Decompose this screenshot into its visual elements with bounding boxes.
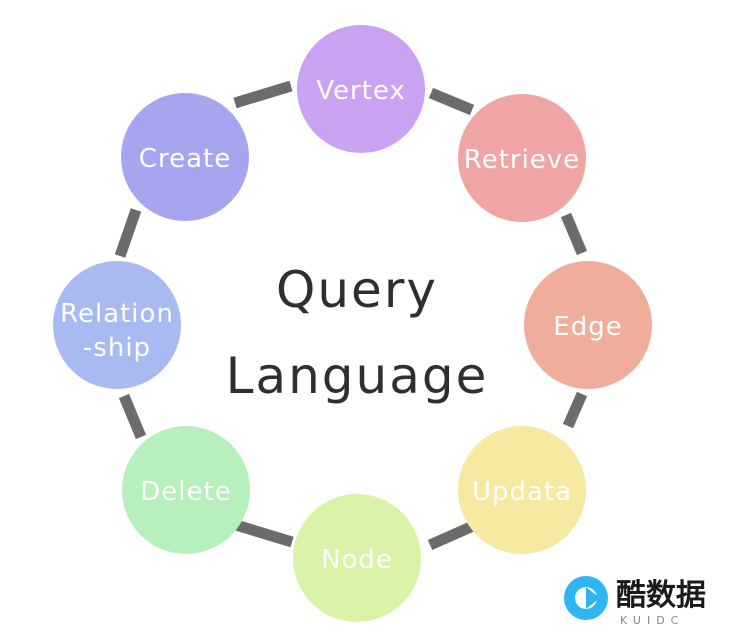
connector-relationship-create: [114, 208, 142, 258]
edge-label: Edge: [553, 312, 622, 342]
updata-circle: [458, 426, 586, 554]
connector-ring: [114, 80, 588, 551]
connector-updata-node: [427, 520, 476, 551]
connector-delete-relationship: [118, 393, 147, 440]
center-title-line1: Query: [276, 261, 438, 319]
retrieve-circle: [458, 94, 586, 222]
vertex-label: Vertex: [316, 76, 406, 106]
create-label: Create: [139, 144, 231, 174]
connector-vertex-retrieve: [428, 87, 475, 116]
logo-text: 酷数据: [616, 578, 706, 613]
watermark-logo: 酷数据 KUIDC: [564, 576, 706, 627]
retrieve-label: Retrieve: [464, 145, 580, 175]
node-edge: Edge: [524, 261, 652, 389]
node-create: Create: [121, 93, 249, 221]
connector-retrieve-edge: [560, 212, 588, 256]
node-delete: Delete: [122, 426, 250, 554]
create-circle: [121, 93, 249, 221]
delete-circle: [122, 426, 250, 554]
connector-node-delete: [234, 519, 294, 548]
connector-create-vertex: [233, 80, 293, 109]
delete-label: Delete: [140, 477, 231, 507]
node-relationship: Relation -ship: [53, 261, 181, 389]
node-retrieve: Retrieve: [458, 94, 586, 222]
node-label: Node: [321, 545, 393, 575]
edge-circle: [524, 261, 652, 389]
node-updata: Updata: [458, 426, 586, 554]
logo-icon: [564, 576, 608, 620]
vertex-circle: [297, 25, 425, 153]
connector-edge-updata: [562, 391, 588, 429]
node-vertex: Vertex: [297, 25, 425, 153]
relationship-circle: [53, 261, 181, 389]
node-node: Node: [293, 494, 421, 622]
node-circle: [293, 494, 421, 622]
updata-label: Updata: [472, 477, 572, 507]
relationship-label-line2: -ship: [83, 333, 151, 363]
logo-subtext: KUIDC: [620, 614, 684, 627]
relationship-label-line1: Relation: [60, 299, 174, 329]
center-title-line2: Language: [226, 347, 489, 405]
